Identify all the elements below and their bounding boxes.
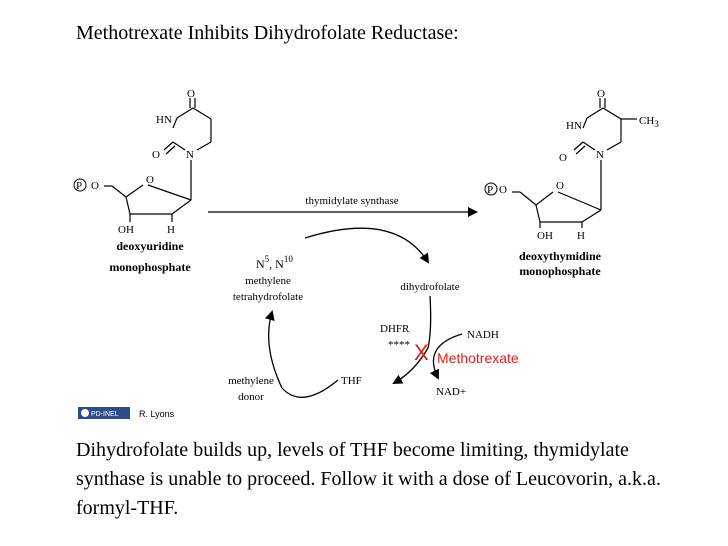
right-atom-o-left: O <box>559 152 567 164</box>
right-molecule-name-line2: monophosphate <box>519 264 601 278</box>
nad-label: NAD+ <box>436 386 466 398</box>
cofactor-line1: N5, N10 <box>256 254 293 271</box>
right-molecule: O HN N O O P O OH H CH3 deoxythymidine m… <box>484 88 659 278</box>
cofactor-to-dihydrofolate-arrow <box>304 227 430 264</box>
right-molecule-name-line1: deoxythymidine <box>519 249 602 263</box>
right-phosphate-circle <box>484 182 498 196</box>
left-molecule-bonds <box>104 98 212 222</box>
pd-badge-text: PD-INEL <box>91 411 119 418</box>
credit: PD-INEL R. Lyons <box>78 407 175 419</box>
left-atom-o-ring: O <box>146 174 154 186</box>
methylene-donor-line2: donor <box>238 391 264 403</box>
left-atom-h: H <box>167 224 175 236</box>
right-atom-oh: OH <box>537 230 553 242</box>
cofactor-line2: methylene <box>245 275 291 287</box>
left-atom-oh: OH <box>118 224 134 236</box>
right-atom-hn: HN <box>566 120 582 132</box>
left-phosphate-circle <box>73 178 87 192</box>
slide-footer-text: Dihydrofolate builds up, levels of THF b… <box>76 439 661 519</box>
cofactor-label: N5, N10 methylene tetrahydrofolate <box>233 254 303 303</box>
right-molecule-bonds <box>512 98 637 228</box>
dhfr-stars: **** <box>388 339 410 351</box>
right-atom-p: P <box>487 184 493 196</box>
left-atom-p: P <box>76 180 82 192</box>
left-atom-o-top: O <box>187 88 195 100</box>
right-atom-o-top: O <box>597 88 605 100</box>
thf-label: THF <box>341 375 362 387</box>
right-atom-o-p: O <box>499 184 507 196</box>
dhfr-to-thf-arrow <box>392 347 429 384</box>
methotrexate-inhibition: X Methotrexate <box>414 340 519 366</box>
right-atom-ch3: CH3 <box>639 115 659 129</box>
dihydrofolate-label: dihydrofolate <box>400 281 459 293</box>
nadh-label: NADH <box>467 329 499 341</box>
thf-loop-arrow <box>281 379 339 398</box>
right-atom-n: N <box>596 149 604 161</box>
pd-badge-icon <box>81 409 89 417</box>
left-molecule-name-line1: deoxyuridine <box>116 239 184 253</box>
left-atom-n: N <box>186 149 194 161</box>
nadh-arrow <box>429 333 463 380</box>
inhibition-x-mark: X <box>414 340 429 365</box>
pd-badge <box>78 407 130 419</box>
loop-to-cofactor-arrow <box>264 310 283 389</box>
credit-author: R. Lyons <box>139 409 175 419</box>
reaction-arrows <box>208 207 478 398</box>
right-atom-o-ring: O <box>556 180 564 192</box>
slide-title: Methotrexate Inhibits Dihydrofolate Redu… <box>76 22 459 44</box>
dhfr-label: DHFR <box>380 323 410 335</box>
enzyme-label: thymidylate synthase <box>305 195 398 207</box>
left-molecule-name-line2: monophosphate <box>109 260 191 274</box>
dhfr-path <box>427 295 432 349</box>
methotrexate-label: Methotrexate <box>437 350 519 366</box>
right-atom-h: H <box>577 230 585 242</box>
left-atom-hn: HN <box>156 114 172 126</box>
cofactor-line3: tetrahydrofolate <box>233 291 303 303</box>
methylene-donor-line1: methylene <box>228 375 274 387</box>
left-atom-o-left: O <box>152 149 160 161</box>
left-atom-o-p: O <box>91 180 99 192</box>
left-molecule: O HN N O O P O OH H deoxyuridine monopho… <box>73 88 212 274</box>
